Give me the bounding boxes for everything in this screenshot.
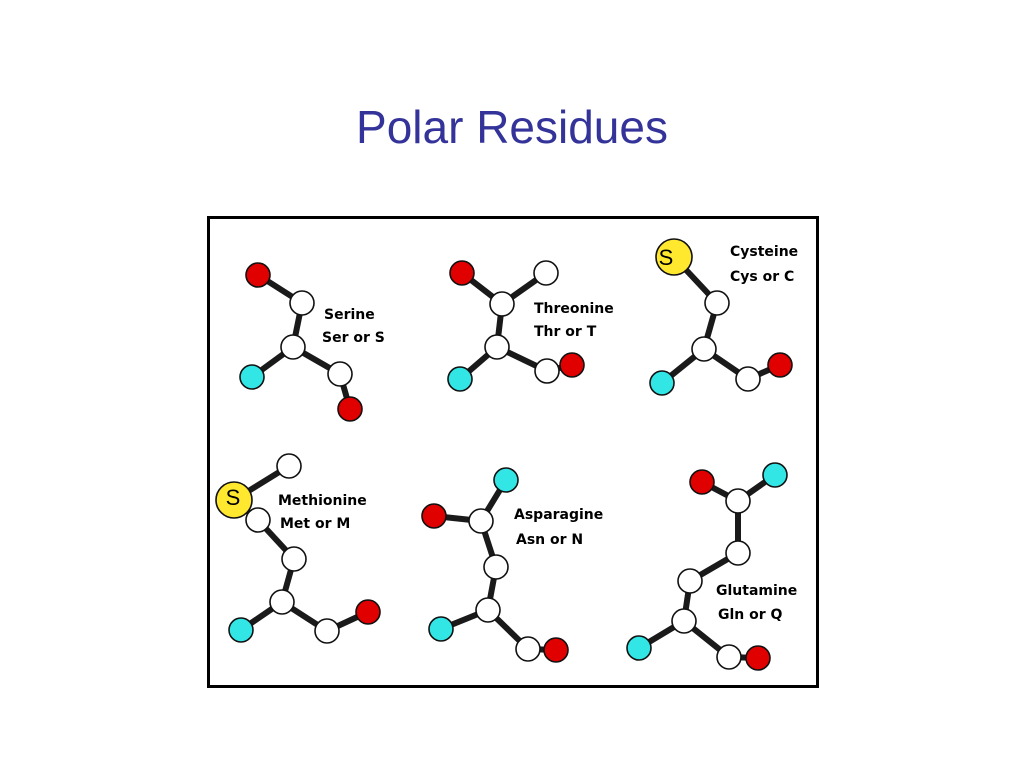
threonine-code: Thr or T xyxy=(534,324,597,340)
cysteine-name: Cysteine xyxy=(730,244,798,260)
threonine-hydrogen-atom xyxy=(489,291,515,317)
glutamine-hydrogen-atom xyxy=(671,608,697,634)
threonine-oxygen-atom xyxy=(559,352,585,378)
asparagine-hydrogen-atom xyxy=(515,636,541,662)
threonine-hydrogen-atom xyxy=(533,260,559,286)
methionine-oxygen-atom xyxy=(355,599,381,625)
asparagine-nitrogen-atom xyxy=(493,467,519,493)
cysteine-sulfur-symbol: S xyxy=(659,245,674,270)
methionine-name: Methionine xyxy=(278,493,367,509)
serine-hydrogen-atom xyxy=(289,290,315,316)
cysteine-oxygen-atom xyxy=(767,352,793,378)
glutamine-oxygen-atom xyxy=(745,645,771,671)
glutamine-code: Gln or Q xyxy=(718,607,783,623)
glutamine-hydrogen-atom xyxy=(725,540,751,566)
serine-name: Serine xyxy=(324,307,375,323)
methionine-hydrogen-atom xyxy=(269,589,295,615)
asparagine-code: Asn or N xyxy=(516,532,583,548)
threonine-hydrogen-atom xyxy=(484,334,510,360)
asparagine-oxygen-atom xyxy=(543,637,569,663)
cysteine-code: Cys or C xyxy=(730,269,794,285)
cysteine-hydrogen-atom xyxy=(691,336,717,362)
threonine-hydrogen-atom xyxy=(534,358,560,384)
serine-hydrogen-atom xyxy=(327,361,353,387)
methionine-hydrogen-atom xyxy=(314,618,340,644)
threonine-nitrogen-atom xyxy=(447,366,473,392)
cysteine-nitrogen-atom xyxy=(649,370,675,396)
asparagine-hydrogen-atom xyxy=(468,508,494,534)
threonine-name: Threonine xyxy=(534,301,614,317)
methionine-code: Met or M xyxy=(280,516,350,532)
asparagine-nitrogen-atom xyxy=(428,616,454,642)
methionine-hydrogen-atom xyxy=(245,507,271,533)
asparagine-hydrogen-atom xyxy=(475,597,501,623)
glutamine-hydrogen-atom xyxy=(716,644,742,670)
glutamine-hydrogen-atom xyxy=(677,568,703,594)
methionine-nitrogen-atom xyxy=(228,617,254,643)
glutamine-hydrogen-atom xyxy=(725,488,751,514)
methionine-hydrogen-atom xyxy=(281,546,307,572)
glutamine-nitrogen-atom xyxy=(762,462,788,488)
threonine-oxygen-atom xyxy=(449,260,475,286)
glutamine-name: Glutamine xyxy=(716,583,797,599)
methionine-sulfur-atom xyxy=(215,481,253,519)
asparagine-hydrogen-atom xyxy=(483,554,509,580)
molecule-diagram: Serine Ser or S Threonine Thr or T Cyste… xyxy=(215,238,798,671)
residue-figure: Serine Ser or S Threonine Thr or T Cyste… xyxy=(207,216,819,688)
cysteine-hydrogen-atom xyxy=(704,290,730,316)
serine-hydrogen-atom xyxy=(280,334,306,360)
asparagine-oxygen-atom xyxy=(421,503,447,529)
serine-oxygen-atom xyxy=(337,396,363,422)
cysteine-hydrogen-atom xyxy=(735,366,761,392)
glutamine-oxygen-atom xyxy=(689,469,715,495)
cysteine-sulfur-atom xyxy=(655,238,693,276)
asparagine-name: Asparagine xyxy=(514,507,603,523)
serine-code: Ser or S xyxy=(322,330,385,346)
methionine-sulfur-symbol: S xyxy=(226,485,241,510)
serine-nitrogen-atom xyxy=(239,364,265,390)
slide-title: Polar Residues xyxy=(356,101,668,153)
glutamine-nitrogen-atom xyxy=(626,635,652,661)
methionine-hydrogen-atom xyxy=(276,453,302,479)
serine-oxygen-atom xyxy=(245,262,271,288)
